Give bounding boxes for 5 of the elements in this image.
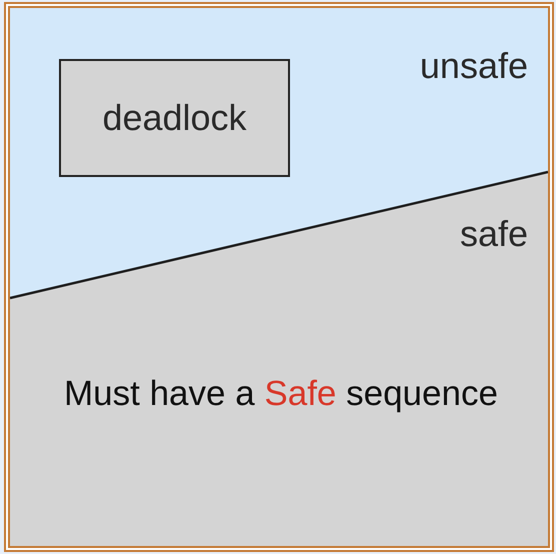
statement-text: Must have a Safe sequence (64, 376, 498, 411)
deadlock-box (59, 59, 290, 177)
region-label: safe (460, 216, 528, 252)
box-label: deadlock (102, 100, 247, 136)
region-label: unsafe (420, 48, 528, 84)
